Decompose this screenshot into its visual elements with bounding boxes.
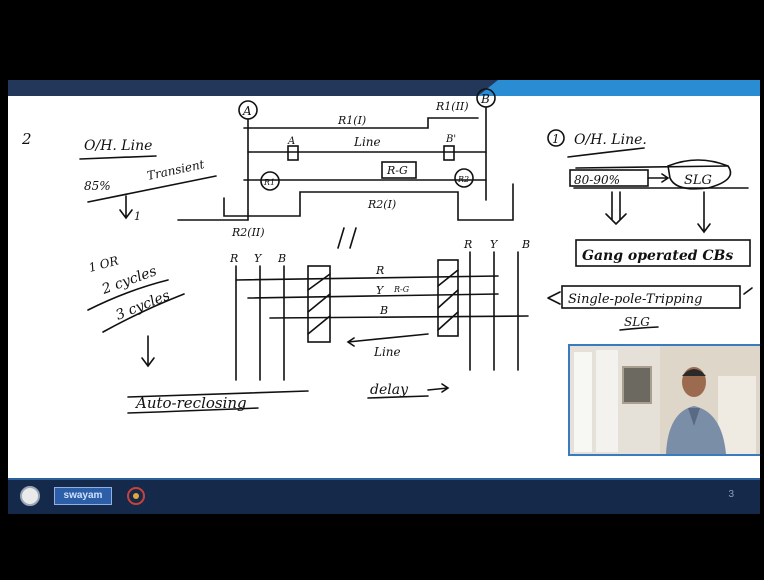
line-label-top: Line	[353, 135, 381, 149]
lecture-slide: 2 O/H. Line 85% Transient 1 1 OR 2 cycle…	[8, 80, 760, 478]
r2-ii-label: R2(II)	[231, 226, 265, 239]
relay-r2: R2	[457, 175, 469, 184]
cycles-line-1: 1 OR	[87, 254, 120, 275]
page-number: 3	[728, 489, 734, 500]
phase-y-left: Y	[254, 252, 263, 265]
left-sub: 1	[134, 210, 141, 223]
r2-i-label: R2(I)	[367, 198, 396, 211]
right-section-number: 1	[552, 132, 560, 146]
auto-reclosing-label: Auto-reclosing	[134, 394, 247, 412]
gang-operated-cbs: Gang operated CBs	[582, 248, 733, 264]
single-pole-tripping: Single-pole-Tripping	[568, 292, 702, 307]
rg-fault-box: R-G	[386, 164, 408, 177]
instructor-webcam	[568, 344, 760, 456]
delay-label: delay	[370, 382, 409, 398]
rg-small: R-G	[393, 285, 410, 294]
instructor-video-frame	[570, 346, 760, 454]
node-a: A	[242, 104, 252, 118]
phase-y-right: Y	[490, 238, 499, 251]
phase-b-left: B	[277, 252, 286, 265]
phase-b-right: B	[521, 238, 530, 251]
left-oh-line: O/H. Line	[84, 138, 152, 154]
line-label-lower: Line	[373, 345, 401, 359]
nptel-logo	[126, 486, 146, 506]
institute-logo	[20, 486, 40, 506]
fault-point-b: B'	[445, 134, 456, 145]
slg-bottom: SLG	[624, 315, 650, 329]
cycles-line-3: 3 cycles	[114, 288, 173, 324]
relay-r1: R1	[263, 178, 275, 187]
right-percent: 80-90%	[574, 173, 620, 187]
r1-ii-label: R1(II)	[435, 100, 469, 113]
slg-circled: SLG	[684, 173, 712, 188]
fault-point-a: A	[287, 136, 295, 147]
left-percent: 85%	[84, 179, 111, 193]
right-oh-line: O/H. Line.	[574, 132, 647, 148]
left-section-number: 2	[21, 130, 32, 148]
phase-b-mid: B	[379, 304, 388, 317]
footer-bar: swayam 3	[8, 478, 760, 514]
r1-i-label: R1(I)	[337, 114, 366, 127]
swayam-logo: swayam	[54, 487, 112, 505]
phase-r-left: R	[229, 252, 238, 265]
phase-r-right: R	[463, 238, 472, 251]
transient-label: Transient	[146, 157, 206, 183]
phase-r-mid: R	[375, 264, 384, 277]
node-b: B	[480, 92, 490, 106]
